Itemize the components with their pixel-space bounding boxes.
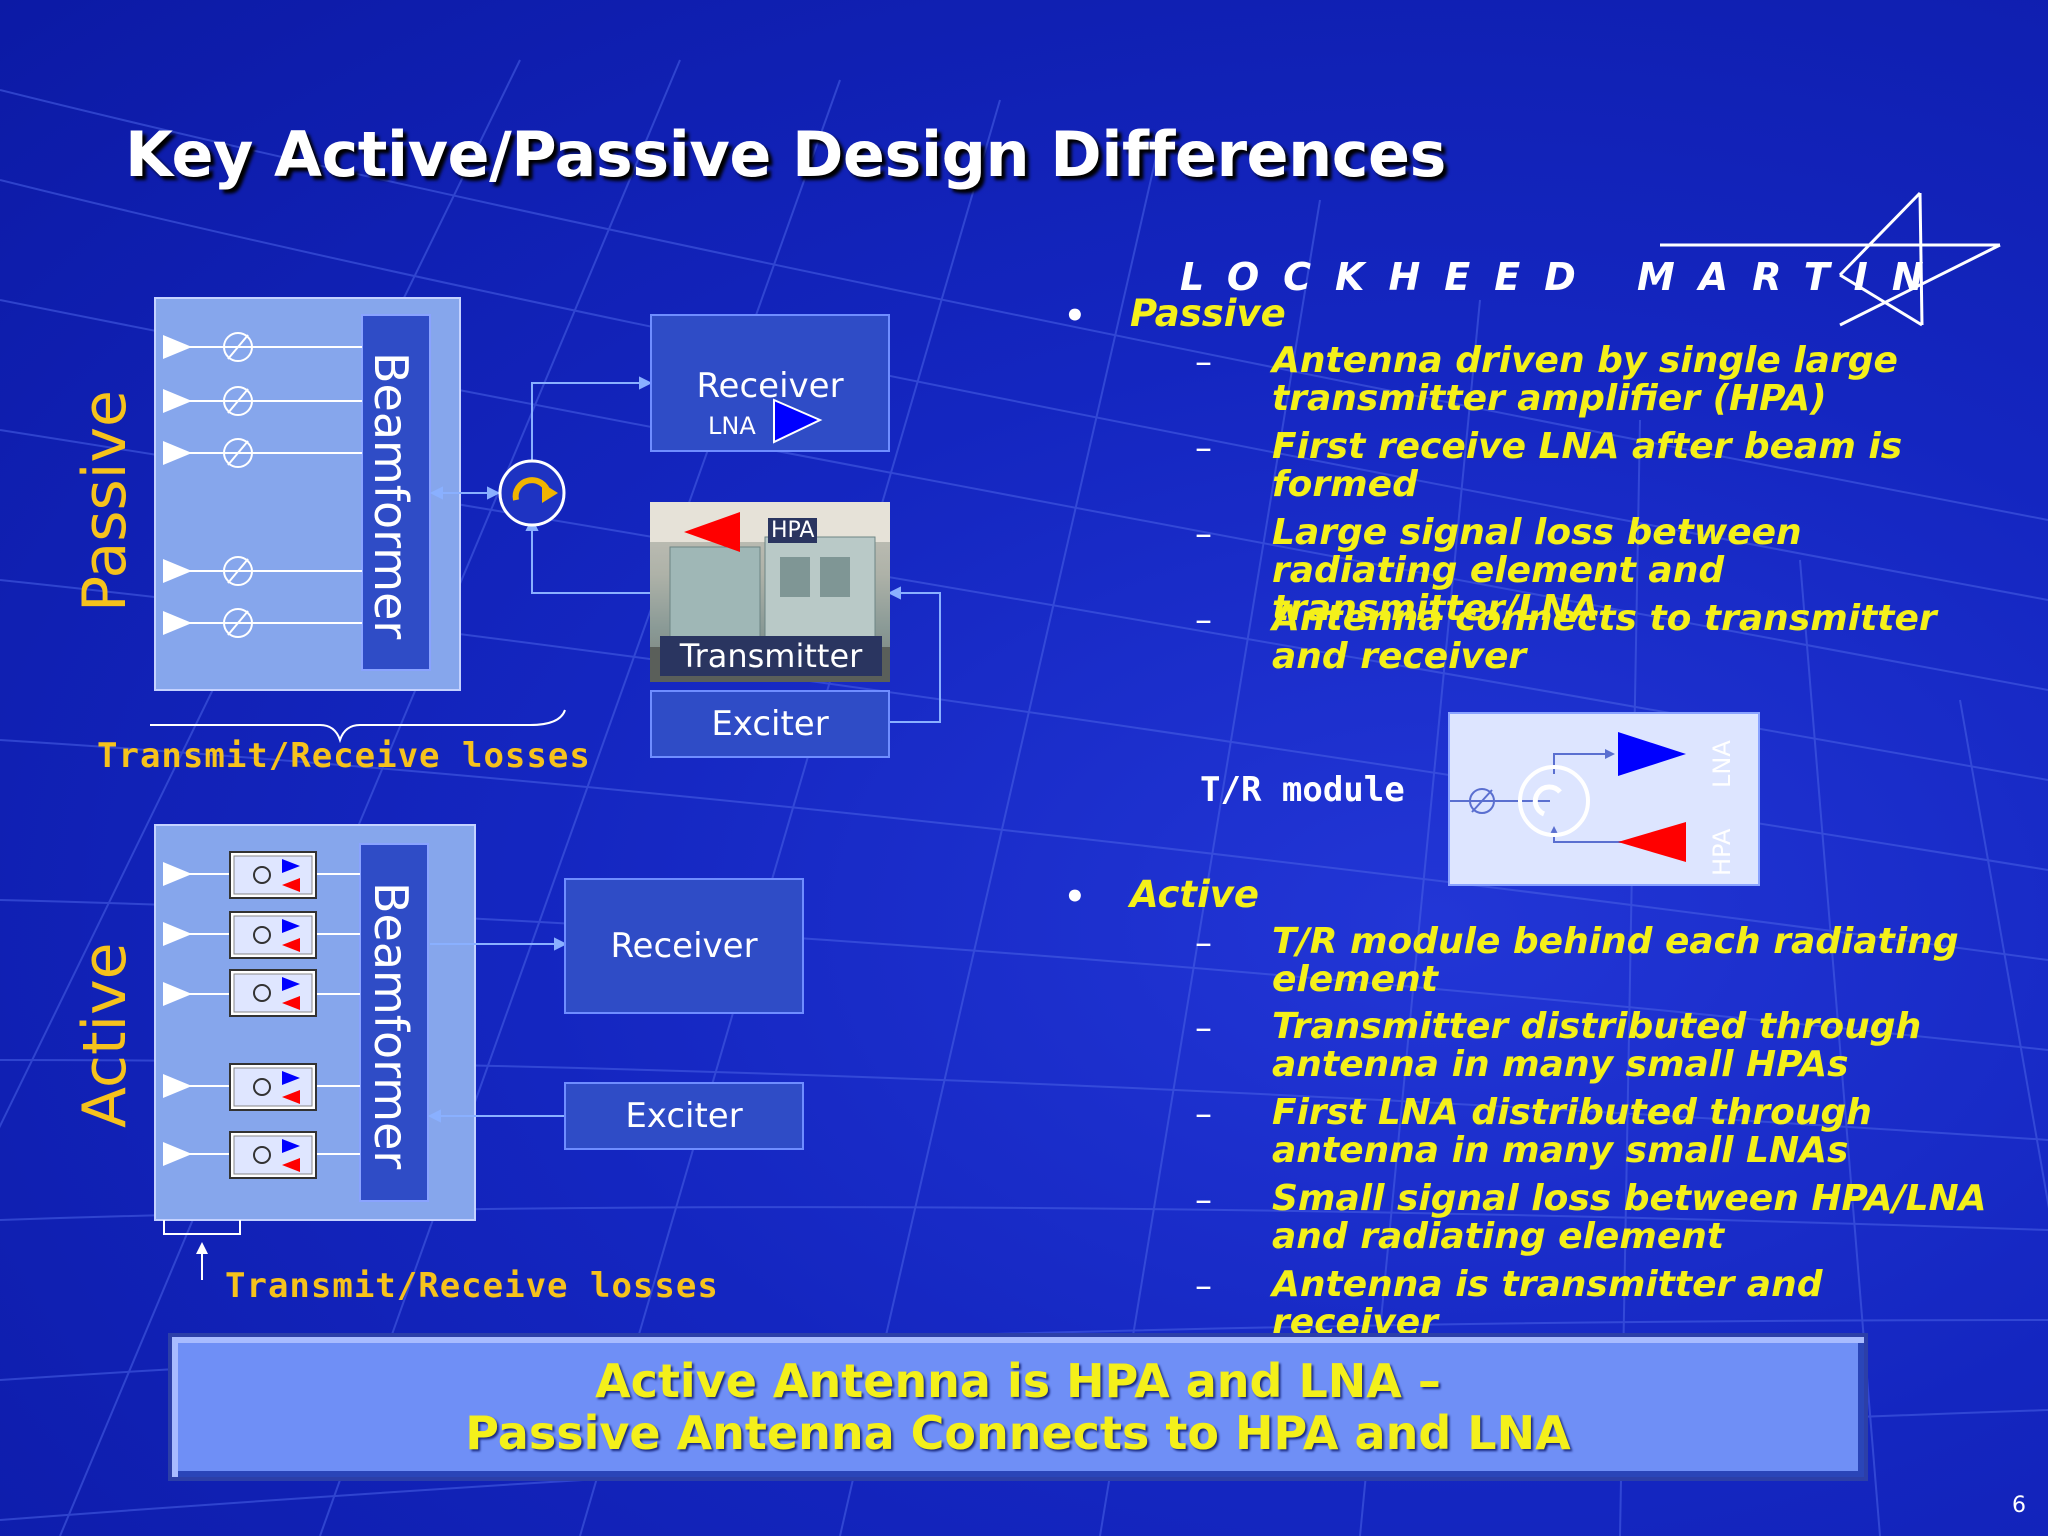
active-receiver-box: Receiver xyxy=(564,878,804,1014)
bullet-heading-passive: Passive xyxy=(1130,292,1286,335)
active-item-3: First LNA distributed through antenna in… xyxy=(1272,1092,1872,1171)
lockheed-star-icon xyxy=(1660,191,2001,327)
dash: – xyxy=(1195,1180,1212,1220)
logo-text: LOCKHEED MARTIN xyxy=(1180,255,1948,299)
tr-lna-label: LNA xyxy=(1708,740,1736,788)
active-exciter-box: Exciter xyxy=(564,1082,804,1150)
active-losses-bracket xyxy=(163,1220,241,1235)
dash: – xyxy=(1195,1266,1212,1306)
passive-item-1: Antenna driven by single large transmitt… xyxy=(1272,340,1898,419)
active-item-2: Transmitter distributed through antenna … xyxy=(1272,1006,1922,1085)
dash: – xyxy=(1195,514,1212,554)
bullet-heading-active: Active xyxy=(1130,873,1260,916)
active-item-1: T/R module behind each radiating element xyxy=(1272,921,1959,1000)
tr-module-mini-5 xyxy=(229,1131,317,1179)
page-number: 6 xyxy=(2012,1493,2026,1518)
dash: – xyxy=(1195,600,1212,640)
active-receiver-label: Receiver xyxy=(610,926,758,966)
passive-receiver-box: Receiver xyxy=(650,314,890,452)
passive-item-2: First receive LNA after beam is formed xyxy=(1272,426,1903,505)
tr-hpa-label: HPA xyxy=(1708,828,1736,876)
passive-item-3: Large signal loss between radiating elem… xyxy=(1272,512,1802,629)
passive-beamformer-label: Beamformer xyxy=(364,352,418,640)
tr-module-schematic xyxy=(1450,732,1686,862)
active-side-label: Active xyxy=(70,942,140,1128)
passive-beamformer-box xyxy=(361,314,431,671)
summary-banner: Active Antenna is HPA and LNA – Passive … xyxy=(168,1333,1868,1481)
passive-lna-label: LNA xyxy=(708,412,756,440)
passive-item-4: Antenna connects to transmitter and rece… xyxy=(1272,598,1937,677)
passive-receiver-label: Receiver xyxy=(696,366,844,406)
passive-exciter-label: Exciter xyxy=(711,704,829,744)
page-title: Key Active/Passive Design Differences xyxy=(125,118,1446,191)
banner-line-1: Active Antenna is HPA and LNA – xyxy=(595,1354,1441,1408)
tr-module-mini-3 xyxy=(229,969,317,1017)
active-item-4: Small signal loss between HPA/LNA and ra… xyxy=(1272,1178,1987,1257)
passive-exciter-box: Exciter xyxy=(650,690,890,758)
transmitter-photo: HPA Transmitter xyxy=(650,502,890,682)
tr-module-box: LNA HPA xyxy=(1448,712,1760,886)
passive-hpa-label: HPA xyxy=(768,518,818,543)
passive-losses-brace xyxy=(150,709,566,744)
active-item-5: Antenna is transmitter and receiver xyxy=(1272,1264,1823,1343)
dash: – xyxy=(1195,1094,1212,1134)
transmitter-label: Transmitter xyxy=(660,636,882,676)
bullet-dot-active: • xyxy=(1064,877,1086,917)
active-beamformer-box xyxy=(359,843,429,1202)
tr-module-mini-4 xyxy=(229,1063,317,1111)
active-beamformer-label: Beamformer xyxy=(364,882,418,1170)
banner-line-2: Passive Antenna Connects to HPA and LNA xyxy=(465,1406,1571,1460)
tr-module-label: T/R module xyxy=(1200,770,1405,810)
dash: – xyxy=(1195,342,1212,382)
dash: – xyxy=(1195,923,1212,963)
tr-module-mini-2 xyxy=(229,911,317,959)
lna-icon xyxy=(773,398,823,444)
dash: – xyxy=(1195,428,1212,468)
hpa-icon xyxy=(684,512,740,552)
active-exciter-label: Exciter xyxy=(625,1096,743,1136)
passive-diagram xyxy=(150,297,941,744)
dash: – xyxy=(1195,1008,1212,1048)
active-diagram xyxy=(154,824,568,1280)
bullet-dot-passive: • xyxy=(1064,296,1086,336)
tr-module-mini-1 xyxy=(229,851,317,899)
active-losses-label: Transmit/Receive losses xyxy=(225,1266,719,1306)
passive-losses-label: Transmit/Receive losses xyxy=(97,736,591,776)
passive-side-label: Passive xyxy=(70,390,140,612)
circulator-icon xyxy=(498,459,566,527)
